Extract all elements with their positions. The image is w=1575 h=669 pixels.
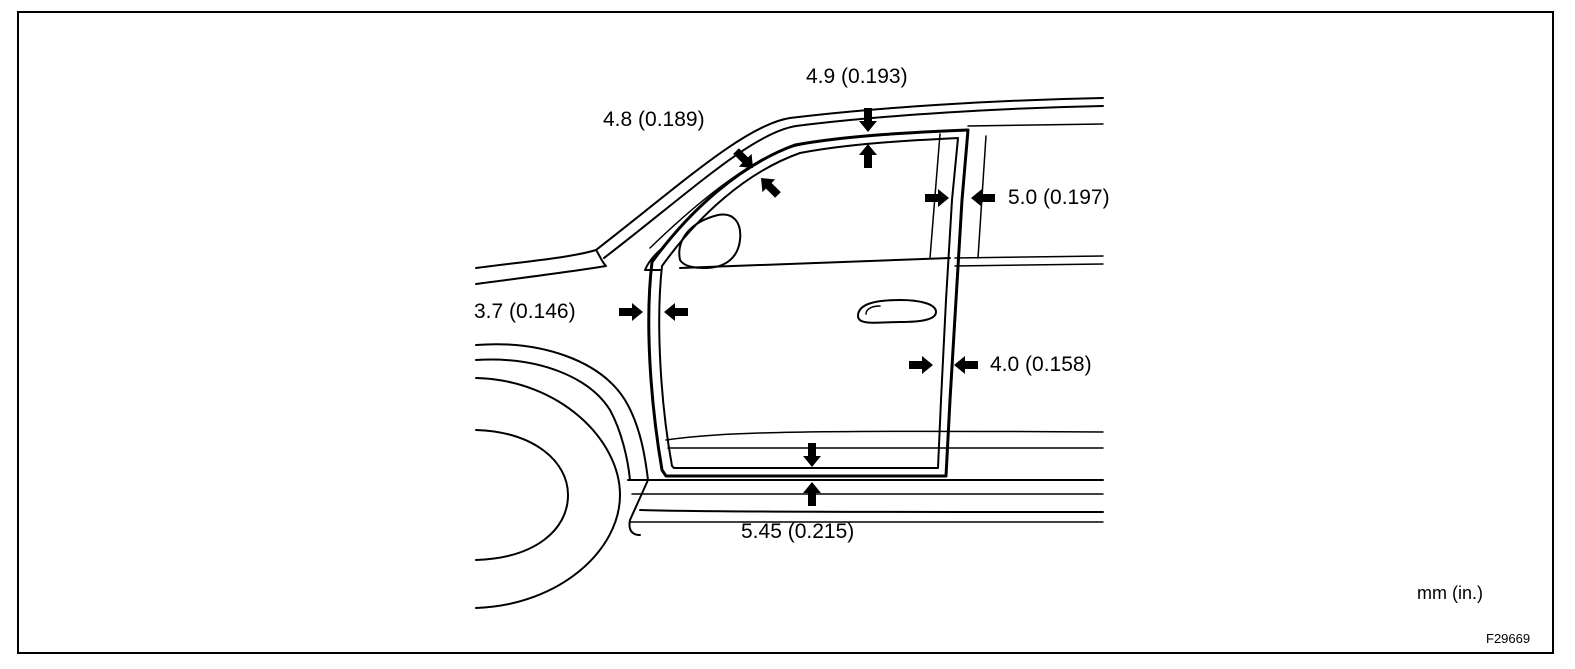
- hood-line: [475, 249, 607, 285]
- front-wheel-outer: [475, 377, 621, 609]
- roof-line-inner: [603, 105, 1104, 259]
- side-mirror: [678, 213, 742, 269]
- dimension-label-rear-edge: 4.0 (0.158): [990, 353, 1092, 376]
- beltline-rear: [954, 255, 1104, 259]
- door-seal-outer: [647, 128, 970, 478]
- fender-arch-outer: [475, 343, 649, 536]
- roof-rail-rear: [967, 123, 1104, 127]
- front-wheel-inner: [475, 429, 569, 561]
- fender-arch-inner: [475, 358, 631, 481]
- rocker-line-3: [639, 509, 1104, 513]
- door-lower-trim: [665, 430, 1104, 441]
- door-handle: [857, 299, 937, 324]
- door-seal-inner: [658, 137, 959, 469]
- beltline-rear-2: [954, 263, 1104, 267]
- dimension-label-sill: 5.45 (0.215): [741, 520, 855, 543]
- dimension-label-b-pillar: 5.0 (0.197): [1008, 186, 1110, 209]
- mirror-base: [644, 245, 666, 271]
- diagram-frame: [17, 11, 1554, 654]
- dimension-label-roof-top: 4.9 (0.193): [806, 65, 908, 88]
- roof-line-outer: [595, 97, 1104, 251]
- units-label: mm (in.): [1417, 583, 1483, 603]
- dimension-label-front-edge: 3.7 (0.146): [474, 300, 576, 323]
- dimension-label-roof-front: 4.8 (0.189): [603, 108, 705, 131]
- figure-id: F29669: [1486, 631, 1531, 646]
- window-beltline: [679, 257, 951, 269]
